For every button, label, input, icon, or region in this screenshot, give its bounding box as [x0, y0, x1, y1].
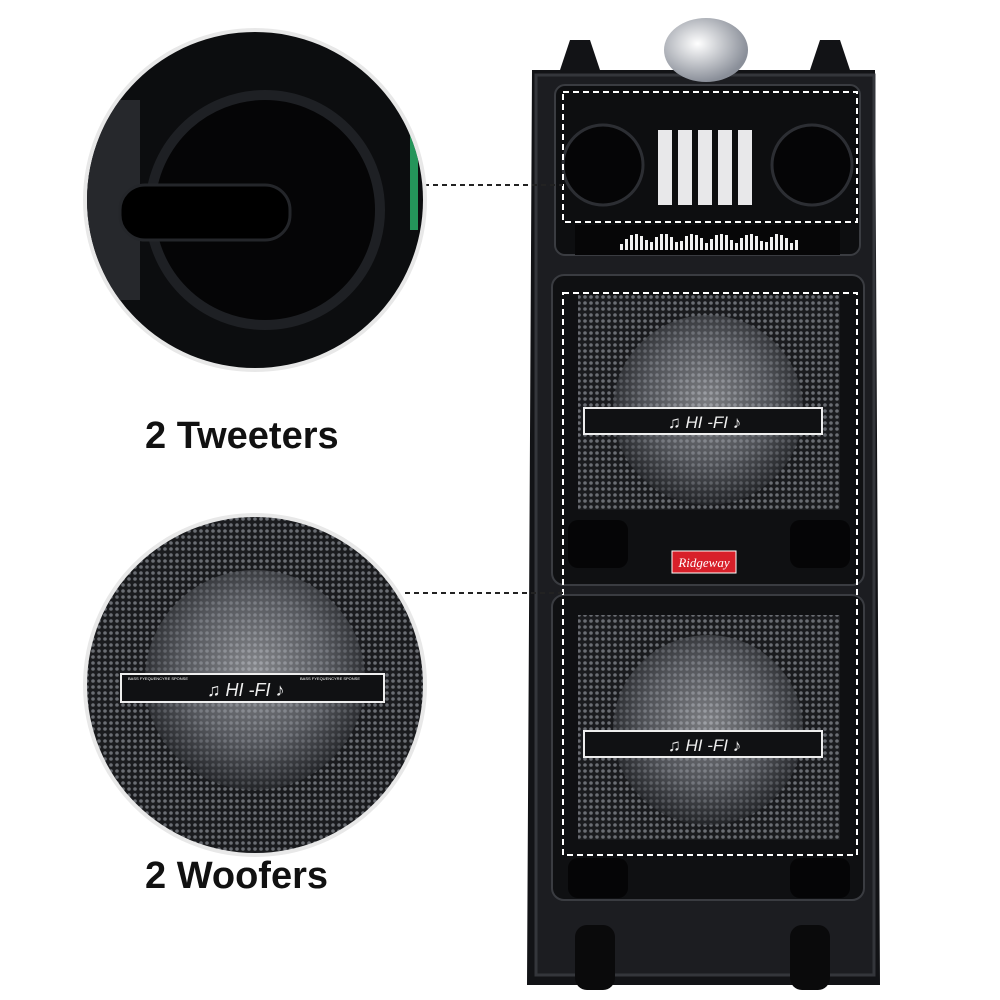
equalizer-bar: [795, 240, 798, 250]
tweeters-label: 2 Tweeters: [145, 415, 339, 457]
equalizer-bar: [670, 237, 673, 250]
equalizer-bar: [640, 236, 643, 250]
equalizer-bar: [745, 235, 748, 250]
tweeter-left: [561, 123, 645, 207]
wheel-right: [790, 925, 830, 990]
equalizer-bar: [685, 236, 688, 250]
highlight-outlines: [562, 91, 858, 856]
woofers-label: 2 Woofers: [145, 855, 329, 897]
equalizer-bar: [630, 235, 633, 250]
equalizer-bar: [655, 237, 658, 250]
equalizer-bar: [755, 236, 758, 250]
speaker-text: ♫ HI -FI ♪: [207, 680, 285, 700]
hifi-badge-bottom: ♫ HI -FI ♪: [668, 736, 741, 755]
brand-logo: [671, 550, 737, 574]
equalizer-bar: [680, 241, 683, 250]
equalizer-bar: [725, 235, 728, 250]
equalizer-bar: [770, 237, 773, 250]
speaker-body: ♫ HI -FI ♪ Ridgeway ♫ HI -FI ♪: [527, 18, 880, 990]
speaker-text: BASS FYEQUENCYRE SPONSE: [128, 676, 188, 681]
equalizer-bar: [750, 234, 753, 250]
equalizer-bar: [705, 243, 708, 250]
equalizer-bar: [695, 235, 698, 250]
equalizer-bar: [710, 239, 713, 250]
callout-lines: [405, 184, 563, 594]
hifi-badge-top: ♫ HI -FI ♪: [668, 413, 741, 432]
equalizer-bar: [645, 240, 648, 250]
wheel-left: [575, 925, 615, 990]
equalizer-bar: [715, 235, 718, 250]
equalizer-bar: [740, 238, 743, 250]
equalizer-bar: [625, 239, 628, 250]
equalizer-bar: [735, 243, 738, 250]
equalizer-bar: [790, 243, 793, 250]
equalizer-bar: [720, 234, 723, 250]
equalizer-bar: [785, 238, 788, 250]
equalizer-bar: [690, 234, 693, 250]
tweeter-right: [770, 123, 854, 207]
equalizer-bar: [700, 238, 703, 250]
equalizer-bar: [665, 234, 668, 250]
control-buttons: [658, 130, 752, 205]
equalizer-bar: [775, 234, 778, 250]
woofer-closeup: ♫ HI -FI ♪ BASS FYEQUENCYRE SPONSE BASS …: [83, 513, 427, 857]
disco-ball-light: [664, 18, 748, 82]
equalizer-bar: [650, 242, 653, 250]
speaker-text: Ridgeway: [677, 555, 729, 570]
speaker-text: BASS FYEQUENCYRE SPONSE: [300, 676, 360, 681]
tweeter-closeup: [83, 28, 427, 372]
equalizer-bar: [765, 242, 768, 250]
equalizer-bar: [660, 234, 663, 250]
equalizer-bar: [760, 241, 763, 250]
equalizer-bar: [780, 235, 783, 250]
equalizer-bar: [620, 244, 623, 250]
equalizer-bar: [675, 242, 678, 250]
equalizer-bar: [635, 234, 638, 250]
equalizer-display: [575, 225, 840, 255]
equalizer-bar: [730, 240, 733, 250]
